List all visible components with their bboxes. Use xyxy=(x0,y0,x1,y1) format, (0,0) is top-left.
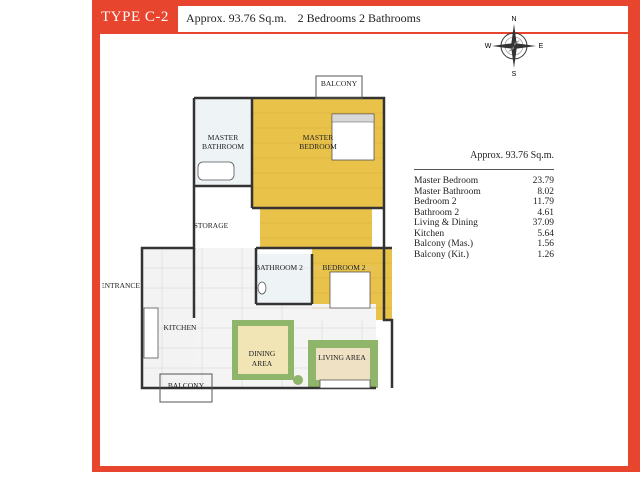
header-approx-area: Approx. 93.76 Sq.m. xyxy=(186,11,287,25)
label-dining-1: DINING xyxy=(249,349,276,358)
area-table-divider xyxy=(414,169,554,170)
area-row-value: 8.02 xyxy=(537,186,554,197)
label-master-bedroom-1: MASTER xyxy=(303,133,333,142)
area-row-room: Master Bathroom xyxy=(414,186,481,197)
label-master-bathroom-1: MASTER xyxy=(208,133,238,142)
area-row-value: 11.79 xyxy=(532,197,554,207)
compass-south-label: S xyxy=(512,71,517,78)
plant-icon xyxy=(293,375,303,385)
area-row-room: Living & Dining xyxy=(414,218,478,228)
header-summary: Approx. 93.76 Sq.m. 2 Bedrooms 2 Bathroo… xyxy=(186,11,429,26)
area-row-room: Bathroom 2 xyxy=(414,207,460,218)
kitchen-counter xyxy=(143,307,159,359)
area-row: Master Bathroom 8.02 xyxy=(414,187,554,198)
area-row-room: Bedroom 2 xyxy=(414,197,457,207)
area-row-room: Kitchen xyxy=(414,228,445,239)
area-row-room: Balcony (Kit.) xyxy=(414,249,469,260)
label-bedroom-2: BEDROOM 2 xyxy=(322,263,365,272)
compass-east-label: E xyxy=(539,43,544,50)
master-balcony xyxy=(315,75,363,99)
label-balcony-top: BALCONY xyxy=(321,79,358,88)
bedroom2-bed xyxy=(329,271,371,309)
header-strip xyxy=(178,6,628,32)
area-row: Kitchen 5.64 xyxy=(414,229,554,240)
area-row: Master Bedroom 23.79 xyxy=(414,176,554,187)
label-balcony-bottom: BALCONY xyxy=(168,381,205,390)
area-row: Bedroom 2 11.79 xyxy=(414,197,554,208)
area-row: Balcony (Kit.) 1.26 xyxy=(414,250,554,261)
area-row-value: 5.64 xyxy=(537,228,554,239)
label-kitchen: KITCHEN xyxy=(164,323,197,332)
header-room-count: 2 Bedrooms 2 Bathrooms xyxy=(297,11,421,25)
area-row-value: 1.56 xyxy=(537,239,554,249)
area-row-room: Balcony (Mas.) xyxy=(414,239,474,249)
area-row-value: 4.61 xyxy=(537,207,554,218)
dining-table xyxy=(238,326,288,374)
compass-icon: N S W E xyxy=(485,16,544,78)
area-row-value: 1.26 xyxy=(537,249,554,260)
toilet xyxy=(257,281,267,295)
area-table-title: Approx. 93.76 Sq.m. xyxy=(470,150,554,161)
label-master-bathroom-2: BATHROOM xyxy=(202,142,244,151)
area-row: Bathroom 2 4.61 xyxy=(414,208,554,219)
area-row-room: Master Bedroom xyxy=(414,176,479,186)
floor-plan: BALCONY MASTER BATHROOM MASTER BEDROOM S… xyxy=(102,75,394,403)
unit-type-tab: TYPE C-2 xyxy=(92,0,178,34)
label-bathroom-2: BATHROOM 2 xyxy=(255,263,303,272)
kitchen-balcony xyxy=(159,373,213,403)
label-living: LIVING AREA xyxy=(318,353,366,362)
label-dining-2: AREA xyxy=(252,359,273,368)
label-storage: STORAGE xyxy=(194,221,229,230)
living-rug-inner xyxy=(316,348,370,380)
sofa xyxy=(319,379,371,389)
bathtub xyxy=(197,161,235,181)
area-row-value: 23.79 xyxy=(532,176,554,186)
area-row: Living & Dining 37.09 xyxy=(414,218,554,229)
area-row-value: 37.09 xyxy=(532,218,554,228)
label-entrance: ENTRANCE xyxy=(102,281,140,290)
area-row: Balcony (Mas.) 1.56 xyxy=(414,239,554,250)
compass-north-label: N xyxy=(511,16,516,23)
label-master-bedroom-2: BEDROOM xyxy=(299,142,337,151)
compass-west-label: W xyxy=(485,43,492,50)
